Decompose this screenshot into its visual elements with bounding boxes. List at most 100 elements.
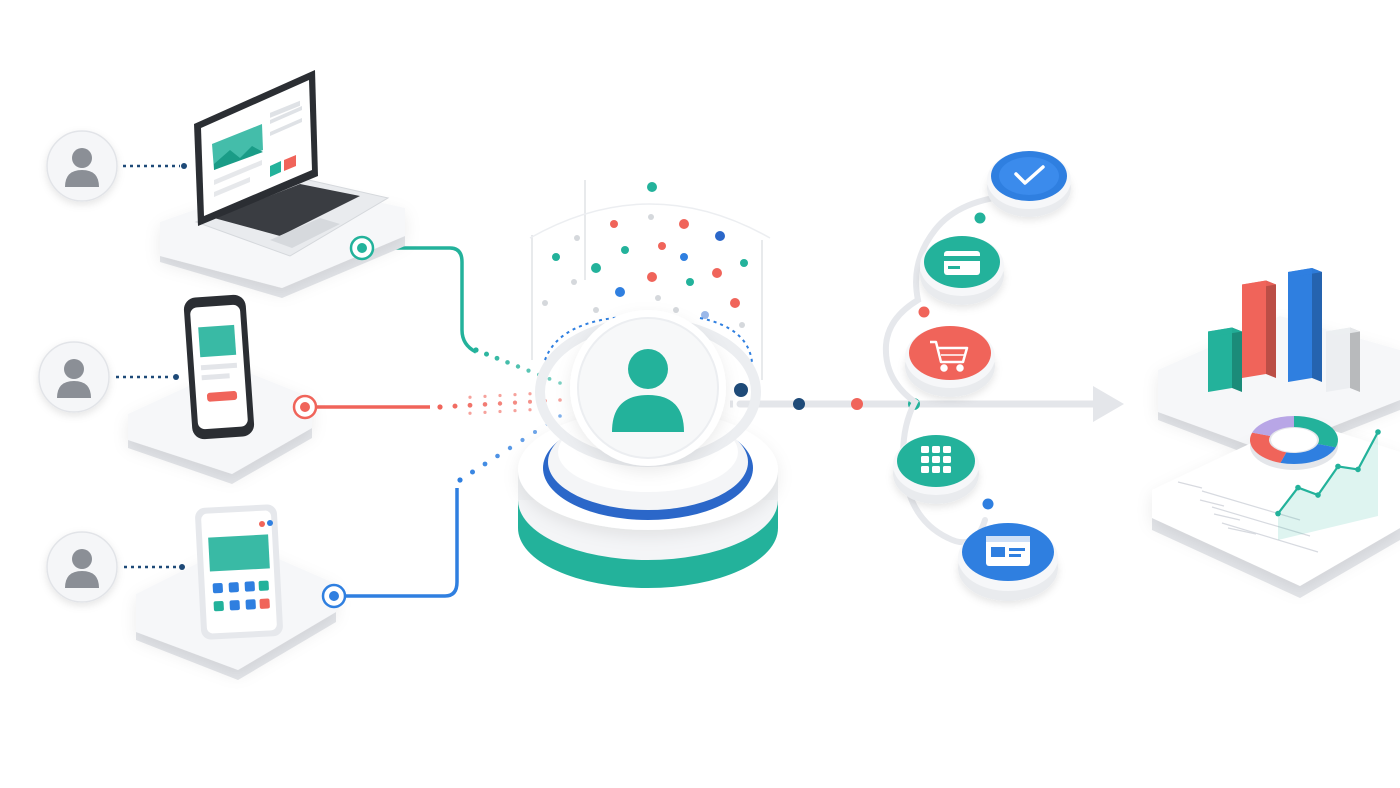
flow-dot <box>558 414 562 418</box>
flow-dot <box>528 408 532 412</box>
flow-dot <box>513 409 517 413</box>
output-flow-arrow <box>720 386 1124 422</box>
journey-dot-blue <box>982 498 994 510</box>
bar <box>1242 280 1266 378</box>
data-particle <box>739 322 745 328</box>
bar-chart <box>1208 268 1360 392</box>
flow-dot <box>468 411 472 415</box>
source-connectors <box>305 246 562 598</box>
donut-hole <box>1271 428 1317 452</box>
laptop-connector-line <box>362 246 477 354</box>
tablet-connector-line <box>334 488 459 598</box>
data-particle <box>658 242 666 250</box>
checkmark-icon <box>1014 165 1045 185</box>
action-node-browser-window <box>958 523 1058 601</box>
action-node-grid-apps <box>893 435 979 504</box>
flow-dot <box>483 410 487 414</box>
grid-apps-icon <box>921 446 951 473</box>
user-avatar-1 <box>46 130 187 202</box>
data-particle <box>542 300 548 306</box>
flow-dot <box>498 393 502 398</box>
trend-area <box>1278 432 1378 540</box>
flow-dot <box>558 398 562 402</box>
data-particle <box>615 287 625 297</box>
analytics-dashboard <box>1152 268 1400 598</box>
browser-window-icon <box>986 536 1030 566</box>
shopping-cart-icon <box>930 340 969 372</box>
flow-dot <box>513 393 517 397</box>
user-profile-icon <box>612 349 684 432</box>
action-node-shopping-cart <box>905 326 995 397</box>
flow-dot <box>437 404 443 410</box>
bar <box>1288 268 1312 382</box>
data-particles <box>542 182 748 328</box>
data-particle <box>715 231 725 241</box>
flow-dot <box>528 399 532 404</box>
trend-point <box>1295 484 1301 491</box>
flow-dot <box>512 400 518 405</box>
laptop-device <box>160 70 405 298</box>
flow-dot <box>457 477 463 483</box>
flow-dot <box>507 445 513 451</box>
data-particle <box>701 311 709 319</box>
bar <box>1208 327 1232 392</box>
flow-dot <box>547 376 552 381</box>
data-particle <box>647 272 657 282</box>
flow-dot <box>452 403 458 409</box>
flow-dot <box>526 368 531 373</box>
donut-slice <box>1280 444 1336 465</box>
trend-point <box>1375 429 1381 435</box>
data-particle <box>740 259 748 267</box>
bar-side <box>1312 268 1322 382</box>
data-particle <box>571 279 577 285</box>
bar-top <box>1208 327 1242 336</box>
user-avatar-2 <box>38 341 179 413</box>
bar-top <box>1326 327 1360 336</box>
donut-slice <box>1252 416 1294 436</box>
data-particle <box>679 219 689 229</box>
trend-line <box>1277 431 1379 515</box>
action-node-checkmark <box>987 151 1071 217</box>
bar-side <box>1350 327 1360 392</box>
bar <box>1326 327 1350 392</box>
bar-top <box>1242 280 1276 289</box>
flow-dot-navy <box>793 398 805 410</box>
flow-dot <box>495 453 500 459</box>
flow-dot <box>467 402 473 408</box>
trend-point <box>1315 492 1321 498</box>
bar-top <box>1288 268 1322 276</box>
bar-side <box>1232 327 1242 392</box>
flow-dot <box>515 364 521 369</box>
flow-dot <box>520 437 525 443</box>
journey-dot-teal <box>974 212 986 224</box>
data-table <box>1177 481 1319 553</box>
user-icon <box>65 148 99 187</box>
trend-point <box>1275 510 1281 517</box>
flow-dot <box>528 392 532 396</box>
tablet-device <box>136 504 347 680</box>
flow-dot-coral <box>851 398 863 410</box>
trend-point <box>1335 463 1341 470</box>
data-particle <box>574 235 580 241</box>
flow-dot <box>484 351 489 357</box>
data-particle <box>655 295 661 301</box>
data-particle <box>593 307 599 313</box>
data-particle <box>673 307 679 313</box>
data-particle <box>552 253 560 261</box>
data-particle <box>621 246 629 254</box>
flow-dot <box>482 402 488 407</box>
customer-data-hub <box>518 180 778 588</box>
user-icon <box>65 549 99 588</box>
trend-point <box>1355 466 1361 473</box>
data-particle <box>686 278 694 286</box>
smartphone-device <box>128 294 318 484</box>
data-particle <box>610 220 618 228</box>
donut-chart <box>1250 416 1338 470</box>
action-journey-curve <box>882 192 1023 546</box>
flow-dot <box>498 409 502 414</box>
donut-slice <box>1294 416 1338 448</box>
flow-dot <box>494 355 500 361</box>
data-particle <box>680 253 688 261</box>
